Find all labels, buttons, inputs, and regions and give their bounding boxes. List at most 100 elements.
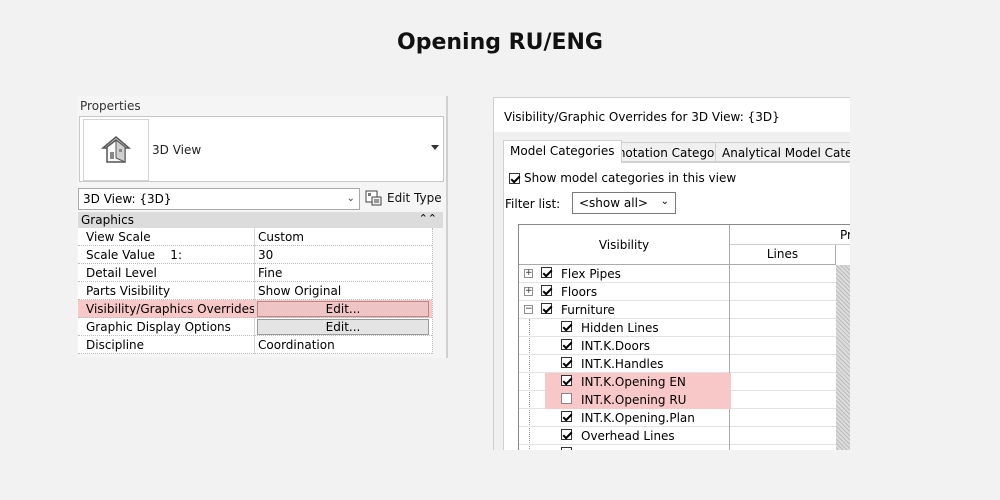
category-row[interactable]: [519, 445, 836, 450]
category-label: Floors: [561, 285, 598, 299]
checkbox-icon[interactable]: [509, 172, 520, 184]
dialog-title: Visibility/Graphic Overrides for 3D View…: [494, 98, 850, 132]
visibility-checkbox[interactable]: [561, 321, 572, 332]
properties-header: Properties: [80, 99, 141, 113]
graphic-display-edit-button[interactable]: Edit...: [257, 319, 429, 335]
edit-type-button[interactable]: Edit Type: [365, 188, 442, 208]
panel-divider: [446, 96, 448, 358]
section-label: Graphics: [81, 213, 134, 227]
category-row[interactable]: INT.K.Handles: [519, 355, 836, 373]
visibility-cell: − Furniture: [519, 301, 730, 319]
filter-list-select[interactable]: <show all> ⌄: [572, 192, 676, 214]
prop-value[interactable]: Show Original: [258, 284, 342, 298]
type-dropdown-arrow-icon[interactable]: [431, 145, 439, 150]
visibility-cell: INT.K.Opening RU: [519, 391, 731, 409]
highlight-box: [545, 391, 731, 409]
type-selector[interactable]: 3D View: [79, 116, 444, 182]
visibility-cell: + Floors: [519, 283, 730, 301]
graphics-section-header[interactable]: Graphics ⌃⌃: [78, 212, 443, 228]
visibility-cell: INT.K.Doors: [519, 337, 730, 355]
column-header-visibility[interactable]: Visibility: [519, 225, 730, 265]
prop-value[interactable]: Coordination: [258, 338, 335, 352]
chevron-down-icon: ⌄: [660, 196, 669, 207]
visibility-checkbox[interactable]: [541, 303, 552, 314]
category-label: INT.K.Opening.Plan: [581, 411, 695, 425]
prop-key: Discipline: [86, 338, 145, 352]
filter-list-value: <show all>: [579, 196, 648, 210]
visibility-checkbox[interactable]: [561, 375, 572, 386]
show-model-label: Show model categories in this view: [524, 171, 737, 185]
collapse-icon[interactable]: −: [524, 304, 533, 314]
collapse-icon[interactable]: ⌃⌃: [418, 212, 437, 225]
category-row[interactable]: Overhead Lines: [519, 427, 836, 445]
type-name: 3D View: [152, 143, 202, 157]
show-model-categories-checkbox[interactable]: Show model categories in this view: [509, 171, 736, 185]
highlight-box: [545, 373, 731, 391]
vg-overrides-edit-button[interactable]: Edit...: [257, 301, 429, 317]
view-instance-select[interactable]: 3D View: {3D} ⌄: [78, 188, 360, 210]
column-header-lines[interactable]: Lines: [730, 245, 836, 265]
vg-overrides-dialog: Visibility/Graphic Overrides for 3D View…: [493, 97, 850, 450]
edit-type-icon: [365, 190, 382, 206]
prop-key: View Scale: [86, 230, 151, 244]
expand-icon[interactable]: +: [524, 268, 533, 278]
visibility-cell: INT.K.Opening.Plan: [519, 409, 730, 427]
expand-icon[interactable]: +: [524, 286, 533, 296]
visibility-checkbox[interactable]: [561, 411, 572, 422]
tab-model-categories[interactable]: Model Categories: [503, 140, 622, 163]
visibility-cell: [519, 445, 730, 450]
categories-grid: Visibility Pr Lines + Flex Pipes + Floors − F…: [518, 224, 850, 450]
visibility-checkbox[interactable]: [541, 285, 552, 296]
prop-value[interactable]: 30: [258, 248, 274, 262]
visibility-cell: INT.K.Opening EN: [519, 373, 731, 391]
category-row[interactable]: INT.K.Doors: [519, 337, 836, 355]
category-row[interactable]: + Floors: [519, 283, 836, 301]
prop-row-graphic-display: Graphic Display Options Edit...: [78, 318, 432, 336]
filter-list-label: Filter list:: [505, 197, 561, 211]
category-label: Overhead Lines: [581, 429, 675, 443]
prop-value[interactable]: Fine: [258, 266, 283, 280]
visibility-checkbox[interactable]: [541, 267, 552, 278]
page-title: Opening RU/ENG: [397, 30, 603, 55]
prop-row-view-scale: View Scale Custom: [78, 228, 432, 246]
category-row[interactable]: Hidden Lines: [519, 319, 836, 337]
chevron-down-icon: ⌄: [346, 193, 355, 204]
category-label: Hidden Lines: [581, 321, 659, 335]
category-label: INT.K.Opening RU: [581, 393, 687, 407]
visibility-cell: Overhead Lines: [519, 427, 730, 445]
category-row[interactable]: INT.K.Opening RU: [519, 391, 836, 409]
view-instance-value: 3D View: {3D}: [83, 192, 172, 206]
visibility-checkbox[interactable]: [561, 393, 572, 404]
prop-row-parts-visibility: Parts Visibility Show Original: [78, 282, 432, 300]
category-label: Furniture: [561, 303, 615, 317]
prop-value[interactable]: Custom: [258, 230, 304, 244]
category-row[interactable]: INT.K.Opening.Plan: [519, 409, 836, 427]
3d-view-house-icon: [83, 119, 149, 181]
category-row[interactable]: − Furniture: [519, 301, 836, 319]
category-label: INT.K.Handles: [581, 357, 664, 371]
column-header-projection[interactable]: Pr: [730, 225, 850, 245]
category-row[interactable]: INT.K.Opening EN: [519, 373, 836, 391]
visibility-cell: INT.K.Handles: [519, 355, 730, 373]
prop-key: Visibility/Graphics Overrides: [86, 302, 256, 316]
prop-row-vg-overrides: Visibility/Graphics Overrides Edit...: [78, 300, 432, 318]
tab-analytical-model-categories[interactable]: Analytical Model Categorie: [715, 142, 850, 162]
prop-row-discipline: Discipline Coordination: [78, 336, 432, 354]
category-label: INT.K.Opening EN: [581, 375, 686, 389]
visibility-cell: Hidden Lines: [519, 319, 730, 337]
category-label: INT.K.Doors: [581, 339, 651, 353]
visibility-checkbox[interactable]: [561, 429, 572, 440]
properties-scrollbar[interactable]: [432, 228, 442, 354]
visibility-checkbox[interactable]: [561, 447, 572, 450]
prop-row-detail-level: Detail Level Fine: [78, 264, 432, 282]
visibility-checkbox[interactable]: [561, 339, 572, 350]
prop-key: Scale Value 1:: [86, 248, 182, 262]
visibility-cell: + Flex Pipes: [519, 265, 730, 283]
prop-row-scale-value: Scale Value 1: 30: [78, 246, 432, 264]
category-row[interactable]: + Flex Pipes: [519, 265, 836, 283]
category-label: Flex Pipes: [561, 267, 621, 281]
prop-key: Detail Level: [86, 266, 157, 280]
visibility-checkbox[interactable]: [561, 357, 572, 368]
properties-panel: Properties 3D View 3D View: {3D} ⌄ Edit …: [77, 96, 447, 358]
edit-type-label: Edit Type: [387, 191, 442, 205]
